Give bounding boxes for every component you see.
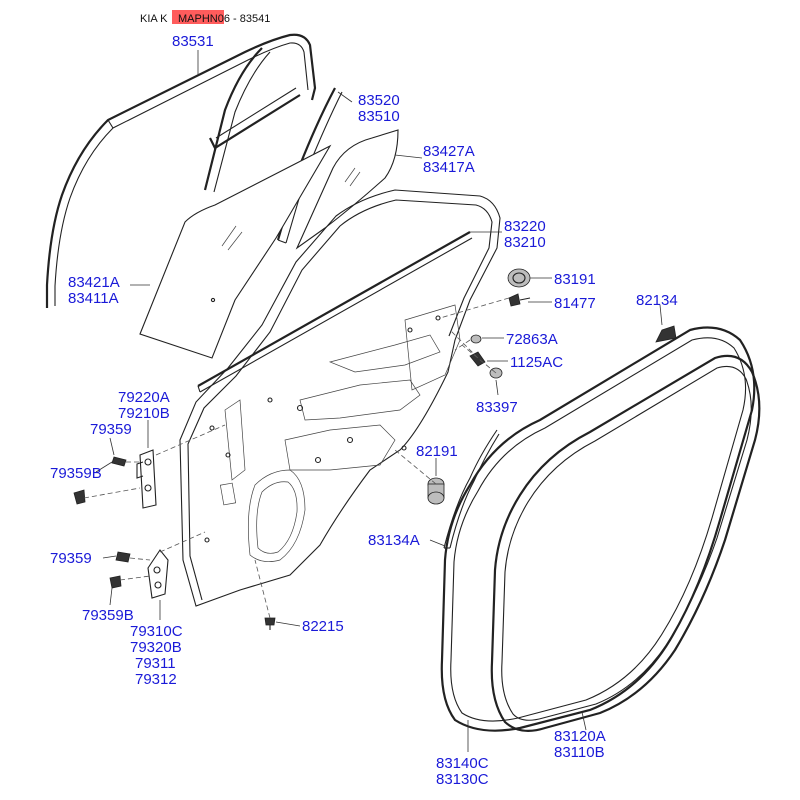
quarter-glass: [295, 129, 399, 250]
leader-lines: [95, 50, 663, 752]
label-83421A: 83421A: [68, 274, 120, 291]
label-79359-upper: 79359: [90, 421, 132, 438]
label-83140C: 83140C: [436, 755, 489, 772]
label-83411A: 83411A: [68, 290, 119, 307]
label-72863A: 72863A: [506, 331, 558, 348]
label-83110B: 83110B: [554, 744, 605, 761]
header-brand: KIA K: [140, 13, 168, 25]
door-weatherstrips: [440, 326, 761, 733]
label-83130C: 83130C: [436, 771, 489, 788]
label-79320B: 79320B: [130, 639, 182, 656]
label-79220A: 79220A: [118, 389, 170, 406]
label-82134: 82134: [636, 292, 678, 309]
label-83191: 83191: [554, 271, 596, 288]
door-hardware: [264, 268, 677, 630]
label-83531: 83531: [172, 33, 214, 50]
label-83134A: 83134A: [368, 532, 420, 549]
label-1125AC: 1125AC: [510, 354, 563, 371]
label-81477: 81477: [554, 295, 596, 312]
label-83510: 83510: [358, 108, 400, 125]
label-83210: 83210: [504, 234, 546, 251]
door-glass: [139, 144, 332, 359]
center-pillar-channel: [203, 47, 343, 244]
label-83397: 83397: [476, 399, 518, 416]
label-79310C: 79310C: [130, 623, 183, 640]
label-83417A: 83417A: [423, 159, 475, 176]
part-labels: 83531 83520 83510 83427A 83417A 83220 83…: [50, 33, 678, 788]
label-83427A: 83427A: [423, 143, 475, 160]
header-code: MAPHN06 - 83541: [178, 13, 270, 25]
diagram-header: KIA K MAPHN06 - 83541: [140, 10, 270, 25]
label-83220: 83220: [504, 218, 546, 235]
door-hinges: [73, 449, 169, 599]
label-79359-lower: 79359: [50, 550, 92, 567]
label-79311: 79311: [135, 655, 176, 672]
label-83120A: 83120A: [554, 728, 606, 745]
belt-weatherstrip: [197, 231, 473, 393]
label-79359B-lower: 79359B: [82, 607, 134, 624]
header-highlight: [172, 10, 224, 24]
door-panel: [179, 189, 501, 607]
reference-lines: [83, 297, 510, 619]
label-82191: 82191: [416, 443, 458, 460]
window-frame-channel: [45, 33, 317, 308]
label-79210B: 79210B: [118, 405, 170, 422]
label-83520: 83520: [358, 92, 400, 109]
label-82215: 82215: [302, 618, 344, 635]
label-79359B-upper: 79359B: [50, 465, 102, 482]
label-79312: 79312: [135, 671, 177, 688]
